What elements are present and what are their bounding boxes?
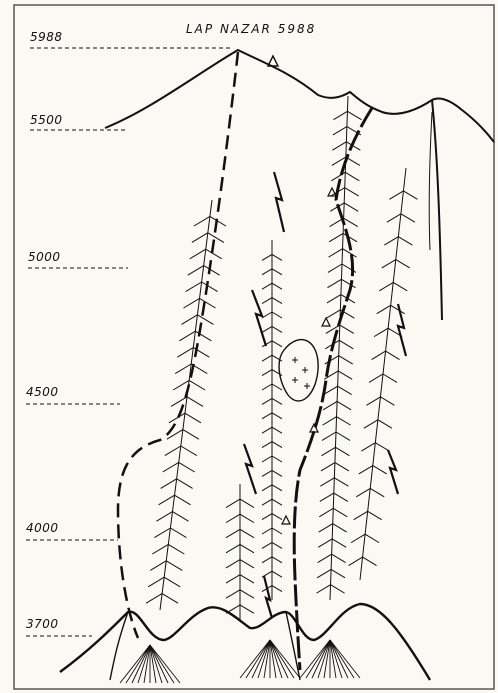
right-cliff	[432, 100, 442, 320]
camp-markers	[282, 188, 336, 524]
gully-right	[349, 168, 418, 580]
summit-marker-icon	[268, 56, 278, 66]
avalanche-icon-4	[244, 444, 256, 494]
altitude-guides	[26, 48, 232, 636]
avalanche-icon-2	[252, 290, 266, 346]
right-cliff-inner	[429, 112, 432, 250]
avalanche-icon-5	[388, 450, 398, 494]
snow-crosses	[292, 357, 310, 389]
avalanche-icon-1	[274, 172, 284, 232]
avalanche-icon-6	[264, 576, 272, 618]
gully-left	[146, 200, 226, 610]
moraine-hatching	[120, 640, 360, 683]
camp-icon-2	[322, 318, 330, 326]
moraine-ridge	[60, 604, 430, 680]
gully-center	[317, 96, 362, 600]
camp-icon-4	[282, 516, 290, 524]
snow-gullies	[146, 96, 417, 620]
summit-ridge	[105, 50, 494, 142]
snow-patch	[279, 340, 318, 401]
gully-middle	[262, 240, 282, 600]
gully-lower	[226, 484, 254, 620]
frame-border	[14, 5, 494, 689]
